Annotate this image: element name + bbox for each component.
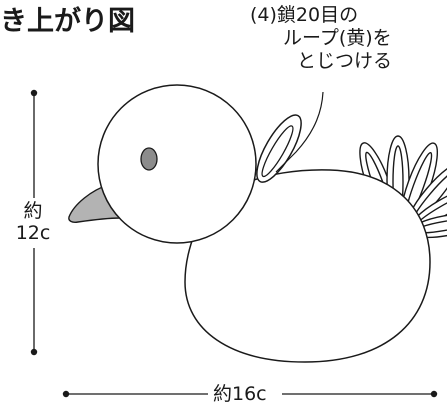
height-dimension-bottom-dot — [30, 348, 38, 356]
width-dimension-label: 約16c — [210, 383, 270, 405]
height-dimension-text-1: 約 — [23, 200, 43, 222]
width-dimension-right-dot — [430, 390, 438, 398]
bird-body — [184, 169, 431, 363]
bird-eye — [140, 147, 158, 171]
callout-line-1: (4)鎖20目の — [250, 4, 359, 26]
height-dimension-top-dot — [30, 89, 38, 97]
wing-loop — [256, 114, 302, 183]
bird-head — [97, 84, 257, 244]
loop-callout: (4)鎖20目の ループ(黄)を とじつける — [250, 4, 430, 73]
height-dimension-label: 約 12c — [0, 200, 66, 244]
callout-line-3: とじつける — [297, 50, 393, 72]
diagram-title: き上がり図 — [0, 6, 135, 37]
callout-line-2: ループ(黄)を — [283, 27, 392, 49]
callout-leader-line — [275, 91, 324, 173]
width-dimension-left-dot — [62, 390, 70, 398]
height-dimension-text-2: 12c — [15, 222, 51, 244]
